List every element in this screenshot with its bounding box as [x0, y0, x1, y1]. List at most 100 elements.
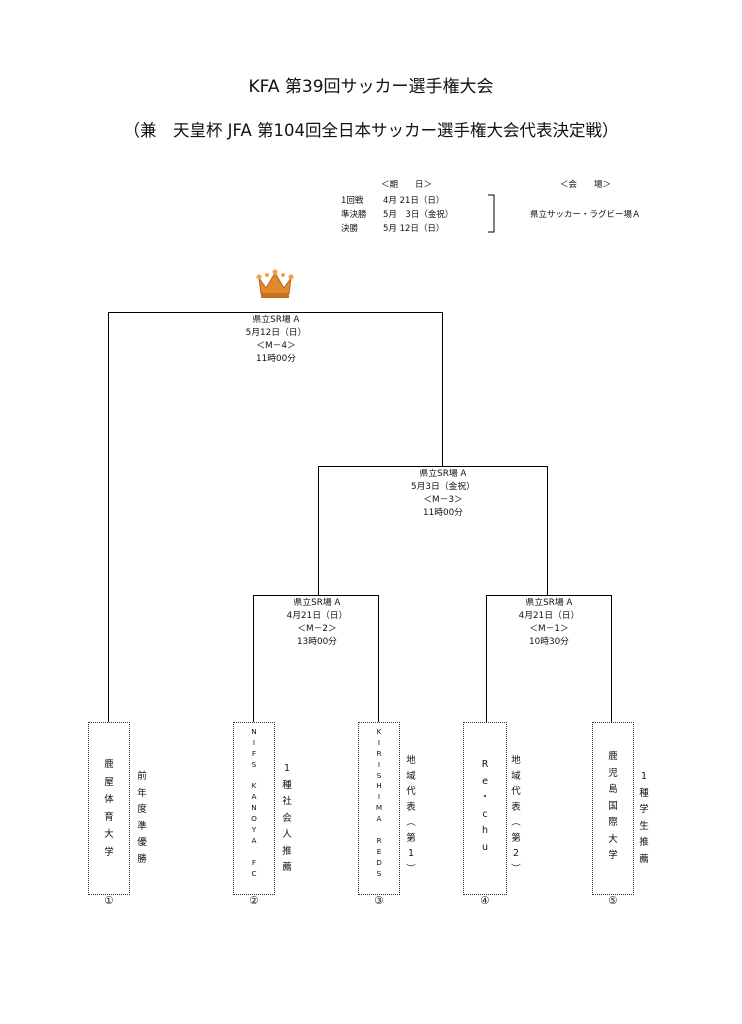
match-time: 11時00分 — [256, 354, 296, 364]
vertical-char: I — [252, 737, 256, 747]
vertical-char: 表 — [511, 801, 521, 813]
vertical-char: 1 — [640, 771, 648, 782]
vertical-char: 学 — [104, 846, 114, 858]
vertical-char: 学 — [639, 804, 649, 815]
vertical-char: I — [377, 759, 381, 769]
schedule-bracket — [488, 194, 495, 233]
team-qualifier: 前年度準優勝 — [132, 772, 152, 864]
bracket-line — [253, 595, 254, 722]
bracket-line — [486, 595, 487, 722]
team-box — [463, 722, 507, 895]
vertical-char: ︶ — [511, 863, 521, 875]
vertical-char: H — [376, 781, 382, 791]
vertical-char: 代 — [406, 786, 416, 797]
vertical-char: 児 — [608, 767, 618, 779]
vertical-char: N — [251, 727, 257, 736]
vertical-char: S — [376, 868, 382, 878]
bracket-line — [547, 466, 548, 596]
vertical-char: S — [251, 759, 257, 769]
vertical-char: 島 — [608, 784, 618, 795]
team-number: ③ — [374, 895, 384, 907]
team-number: ④ — [480, 895, 490, 907]
vertical-char: 体 — [104, 794, 114, 805]
vertical-char: R — [481, 759, 489, 770]
vertical-char: I — [377, 792, 381, 802]
vertical-char: 国 — [608, 800, 618, 812]
vertical-char: F — [251, 857, 257, 867]
vertical-char: 2 — [512, 848, 520, 859]
match-time: 13時00分 — [297, 637, 337, 647]
page-title: KFA 第39回サッカー選手権大会 — [248, 77, 494, 97]
vertical-char: C — [251, 868, 257, 878]
vertical-char: e — [482, 775, 488, 787]
schedule-date-header: ＜期 日＞ — [381, 180, 433, 190]
vertical-char: u — [481, 841, 489, 853]
bracket-line — [378, 595, 379, 722]
vertical-char: A — [251, 835, 257, 845]
vertical-char: 域 — [406, 770, 416, 782]
vertical-char: O — [251, 814, 257, 824]
bracket-line — [253, 595, 379, 596]
vertical-char — [378, 826, 380, 833]
match-venue: 県立SR場 A — [419, 469, 467, 479]
vertical-char: 勝 — [137, 853, 147, 865]
vertical-char: D — [376, 857, 382, 867]
bracket-line — [318, 466, 548, 467]
schedule-round: 準決勝 — [341, 210, 367, 220]
vertical-char: 表 — [406, 801, 416, 813]
match-date: 4月21日（日） — [518, 611, 580, 621]
vertical-char: 人 — [282, 829, 292, 840]
vertical-char: 度 — [137, 804, 147, 815]
vertical-char: K — [376, 727, 382, 736]
bracket-line — [611, 595, 612, 722]
page-subtitle: （兼 天皇杯 JFA 第104回全日本サッカー選手権大会代表決定戦） — [123, 121, 619, 140]
bracket-line — [486, 595, 612, 596]
team-name: 鹿屋体育大学 — [99, 760, 119, 857]
vertical-char: 推 — [639, 837, 649, 848]
match-time: 10時30分 — [529, 637, 569, 647]
vertical-char: 地 — [511, 755, 521, 766]
match-info-m2: 県立SR場 A 4月21日（日） ＜M－2＞ 13時00分 — [257, 597, 377, 649]
match-time: 11時00分 — [423, 508, 463, 518]
vertical-char: 薦 — [639, 853, 649, 865]
bracket-line — [318, 466, 319, 596]
vertical-char: 際 — [608, 817, 618, 828]
crown-icon — [256, 269, 294, 298]
team-number: ② — [249, 895, 259, 907]
vertical-char — [253, 848, 255, 855]
match-venue: 県立SR場 A — [525, 598, 573, 608]
schedule-round: 決勝 — [341, 224, 359, 234]
match-date: 4月21日（日） — [286, 611, 348, 621]
match-date: 5月3日（金祝） — [411, 482, 475, 492]
vertical-char: N — [251, 803, 257, 813]
vertical-char: A — [251, 792, 257, 802]
schedule-date: 5月 3日（金祝） — [383, 210, 454, 220]
vertical-char: 前 — [137, 771, 147, 782]
vertical-char: 代 — [511, 786, 521, 797]
vertical-char: F — [251, 748, 257, 758]
vertical-char — [253, 772, 255, 779]
vertical-char: 地 — [406, 755, 416, 766]
bracket-line — [108, 312, 109, 722]
schedule-venue: 県立サッカー・ラグビー場Ａ — [530, 210, 641, 220]
bracket-line — [108, 312, 443, 313]
vertical-char: K — [251, 781, 257, 791]
team-box — [592, 722, 634, 895]
team-box — [88, 722, 130, 895]
vertical-char: M — [375, 803, 383, 813]
vertical-char: h — [481, 825, 489, 836]
bracket-line — [442, 312, 443, 467]
vertical-char: 鹿 — [608, 751, 618, 762]
vertical-char: ︶ — [406, 863, 416, 875]
vertical-char: 第 — [511, 832, 521, 844]
vertical-char: 社 — [282, 796, 292, 807]
vertical-char: 優 — [137, 837, 147, 848]
team-name: 鹿児島国際大学 — [603, 752, 623, 861]
